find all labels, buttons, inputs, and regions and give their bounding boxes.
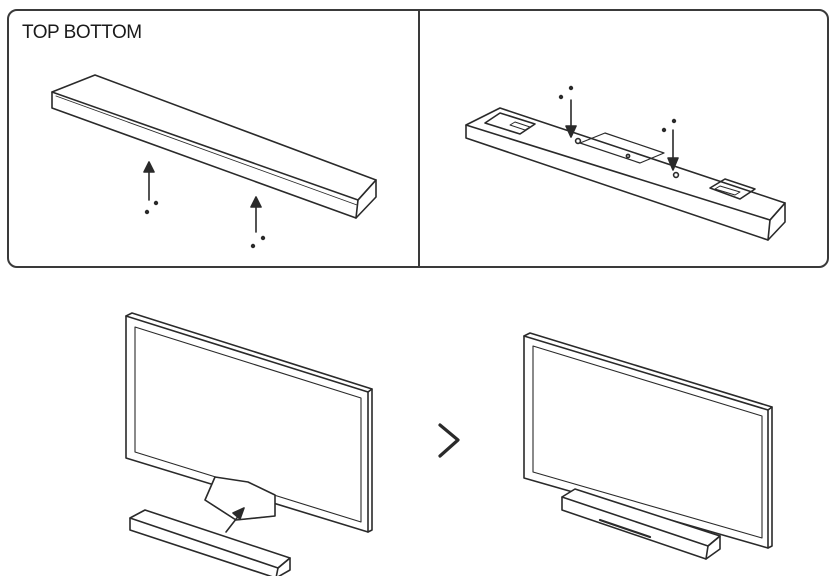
- installed-soundbar: [561, 488, 721, 560]
- chevron-right-icon: [438, 423, 460, 458]
- down-arrow-right: [661, 118, 679, 171]
- tv-with-stand: [125, 312, 373, 533]
- soundbar-bottom-view: [465, 107, 786, 241]
- panel-label: TOP BOTTOM: [22, 22, 142, 43]
- panel-divider: [418, 10, 420, 267]
- soundbar-inserting: [129, 509, 291, 576]
- insert-arrow: [225, 507, 245, 533]
- down-arrow-left: [558, 85, 577, 138]
- up-arrow-left: [143, 161, 159, 215]
- up-arrow-right: [250, 196, 266, 249]
- soundbar-top-view: [51, 74, 377, 219]
